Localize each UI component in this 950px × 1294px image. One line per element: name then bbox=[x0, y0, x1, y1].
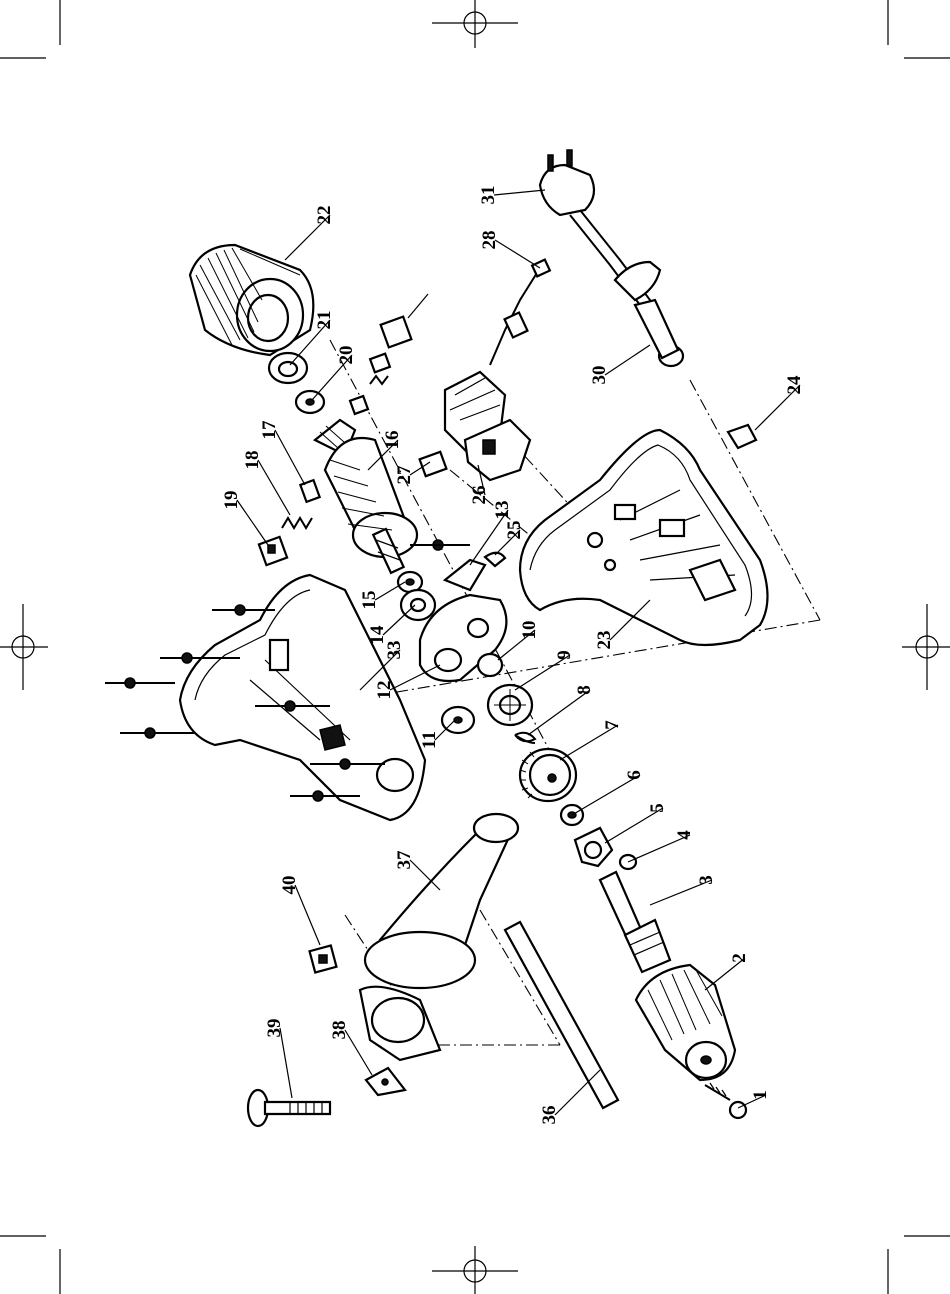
part-label-9: 9 bbox=[554, 650, 575, 660]
part-28-wire bbox=[490, 260, 550, 365]
part-30-cord bbox=[570, 210, 683, 366]
part-label-21: 21 bbox=[314, 311, 335, 330]
part-11-washer bbox=[442, 707, 474, 733]
leader-line-30 bbox=[605, 345, 650, 375]
part-label-17: 17 bbox=[259, 420, 280, 440]
part-18-spring bbox=[282, 518, 312, 528]
part-label-30: 30 bbox=[589, 366, 610, 385]
part-label-25: 25 bbox=[504, 521, 525, 540]
part-19-brush-holder bbox=[259, 537, 287, 565]
part-1-screw bbox=[705, 1083, 746, 1118]
part-22-stator bbox=[190, 245, 313, 355]
registration-mark-top bbox=[432, 0, 518, 48]
part-label-3: 3 bbox=[696, 875, 717, 885]
part-label-33: 33 bbox=[384, 641, 405, 660]
part-26-switch bbox=[445, 372, 530, 480]
part-label-6: 6 bbox=[624, 770, 645, 780]
leader-line-28 bbox=[495, 240, 540, 268]
registration-mark-right bbox=[902, 604, 950, 690]
part-36-depth-rod bbox=[505, 922, 618, 1108]
part-40-nut bbox=[310, 946, 337, 973]
part-label-4: 4 bbox=[674, 830, 695, 840]
part-14-bearing bbox=[401, 590, 435, 620]
leader-line-31 bbox=[494, 190, 545, 195]
part-label-31: 31 bbox=[478, 186, 499, 205]
part-label-37: 37 bbox=[394, 850, 415, 870]
part-39-bolt bbox=[248, 1090, 330, 1126]
part-label-28: 28 bbox=[479, 231, 500, 250]
part-label-36: 36 bbox=[539, 1106, 560, 1125]
part-5-bearing-housing bbox=[575, 828, 612, 866]
part-label-10: 10 bbox=[519, 621, 540, 640]
part-37-side-handle bbox=[360, 814, 518, 1060]
part-7-main-gear bbox=[520, 749, 576, 801]
part-21-bearing bbox=[269, 353, 307, 383]
part-24-clip bbox=[728, 425, 756, 448]
part-label-38: 38 bbox=[329, 1021, 350, 1040]
part-13-cover bbox=[445, 560, 485, 590]
part-10-bushing bbox=[478, 654, 502, 676]
screw-e bbox=[120, 728, 195, 738]
part-label-7: 7 bbox=[602, 720, 623, 730]
registration-mark-left bbox=[0, 604, 48, 690]
part-label-13: 13 bbox=[492, 501, 513, 520]
part-label-22: 22 bbox=[314, 206, 335, 225]
registration-mark-bottom bbox=[432, 1246, 518, 1294]
part-27-connector bbox=[420, 452, 447, 476]
part-label-39: 39 bbox=[264, 1019, 285, 1038]
part-label-8: 8 bbox=[574, 685, 595, 695]
part-38-clamp bbox=[366, 1068, 405, 1095]
leader-line-8 bbox=[528, 690, 590, 735]
part-label-12: 12 bbox=[374, 681, 395, 700]
part-label-24: 24 bbox=[784, 375, 805, 395]
part-31-plug bbox=[540, 150, 594, 215]
part-label-11: 11 bbox=[419, 731, 440, 749]
brush-parts-right bbox=[350, 294, 428, 414]
part-label-1: 1 bbox=[750, 1090, 771, 1100]
part-label-40: 40 bbox=[279, 876, 300, 895]
part-label-15: 15 bbox=[359, 591, 380, 610]
part-label-18: 18 bbox=[242, 451, 263, 470]
part-8-spring bbox=[515, 733, 535, 743]
part-20-washer bbox=[296, 391, 324, 413]
screw-c bbox=[105, 678, 175, 688]
part-label-19: 19 bbox=[221, 491, 242, 510]
part-2-chuck bbox=[636, 965, 735, 1080]
part-label-26: 26 bbox=[469, 486, 490, 505]
part-label-5: 5 bbox=[647, 803, 668, 813]
leader-line-6 bbox=[572, 775, 640, 815]
part-23-handle-half bbox=[520, 430, 768, 645]
part-17-brush bbox=[300, 480, 319, 502]
part-label-16: 16 bbox=[382, 431, 403, 450]
part-label-20: 20 bbox=[336, 346, 357, 365]
leader-line-39 bbox=[280, 1028, 292, 1098]
part-label-23: 23 bbox=[594, 631, 615, 650]
part-label-2: 2 bbox=[729, 953, 750, 963]
part-9-gear bbox=[488, 685, 532, 725]
part-label-27: 27 bbox=[394, 465, 415, 485]
part-3-spindle bbox=[600, 872, 670, 972]
